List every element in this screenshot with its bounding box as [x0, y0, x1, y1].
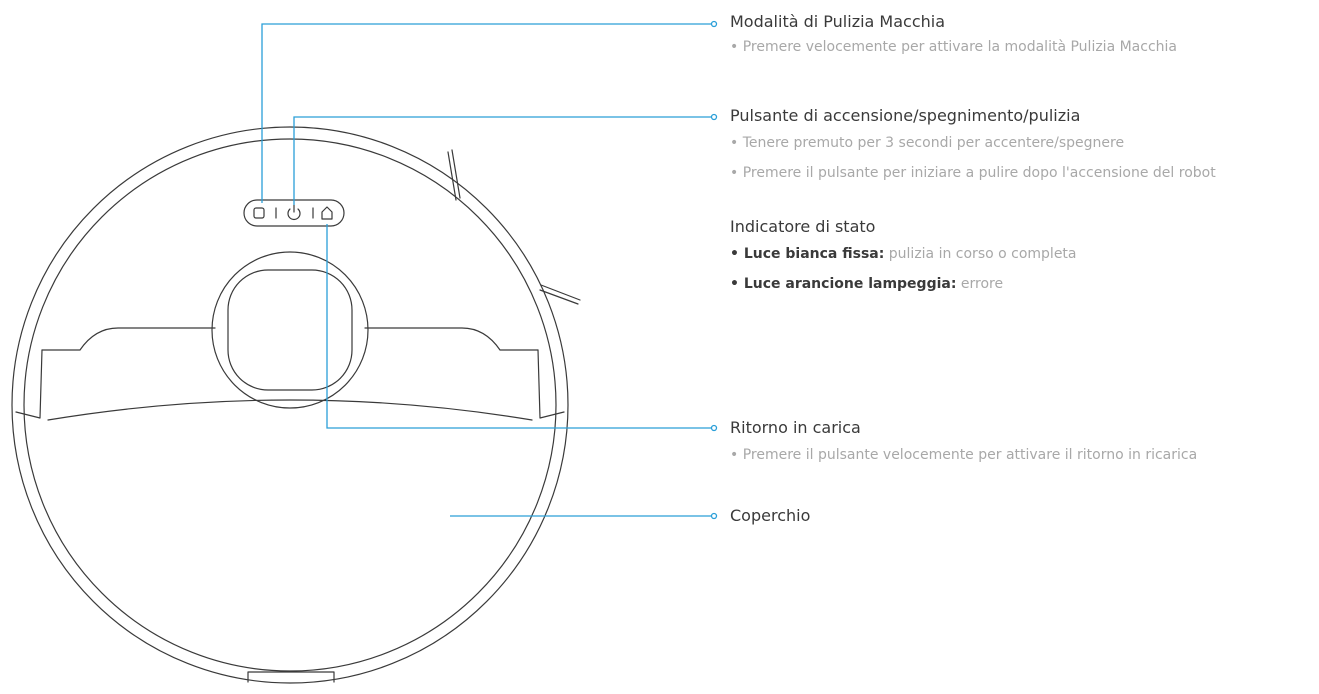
home-dock-icon — [321, 206, 333, 220]
robot-body-inner — [23, 138, 557, 672]
side-brush — [447, 149, 581, 305]
status-item: • Luce bianca fissa: pulizia in corso o … — [730, 239, 1310, 269]
callout-spot-mode: Modalità di Pulizia Macchia • Premere ve… — [730, 12, 1310, 62]
lid-seam — [41, 327, 539, 351]
status-label: • Luce bianca fissa: — [730, 246, 885, 262]
status-label: • Luce arancione lampeggia: — [730, 276, 957, 292]
callout-desc: • Premere velocemente per attivare la mo… — [730, 39, 1177, 55]
callout-power: Pulsante di accensione/spegnimento/puliz… — [730, 106, 1310, 188]
lds-cover-outer — [211, 251, 369, 409]
bumper-right — [537, 349, 565, 419]
spot-clean-icon — [253, 207, 265, 219]
callout-title: Modalità di Pulizia Macchia — [730, 12, 946, 31]
status-text: errore — [956, 276, 1004, 292]
leader-end-dot — [710, 113, 718, 121]
bumper-left — [15, 349, 43, 419]
status-item: • Luce arancione lampeggia: errore — [730, 269, 1310, 299]
power-icon — [287, 204, 301, 220]
callout-desc: • Premere il pulsante per iniziare a pul… — [730, 165, 1216, 181]
bumper-slot — [247, 671, 335, 683]
lid-panel — [47, 399, 533, 421]
robot-body-outer — [11, 126, 569, 684]
callout-lid: Coperchio — [730, 506, 1310, 526]
callout-title: Indicatore di stato — [730, 217, 876, 236]
callout-title: Coperchio — [730, 506, 811, 525]
lds-cover-inner — [227, 269, 353, 391]
leader-power — [293, 116, 712, 205]
callout-status: Indicatore di stato • Luce bianca fissa:… — [730, 217, 1310, 299]
callout-title: Ritorno in carica — [730, 418, 861, 437]
status-text: pulizia in corso o completa — [884, 246, 1077, 262]
callout-desc: • Tenere premuto per 3 secondi per accen… — [730, 135, 1125, 151]
leader-dock — [326, 224, 712, 429]
callout-dock: Ritorno in carica • Premere il pulsante … — [730, 418, 1310, 470]
leader-end-dot — [710, 512, 718, 520]
leader-end-dot — [710, 20, 718, 28]
callout-desc: • Premere il pulsante velocemente per at… — [730, 447, 1198, 463]
leader-spot-mode — [261, 23, 712, 203]
leader-end-dot — [710, 424, 718, 432]
callout-title: Pulsante di accensione/spegnimento/puliz… — [730, 106, 1081, 125]
